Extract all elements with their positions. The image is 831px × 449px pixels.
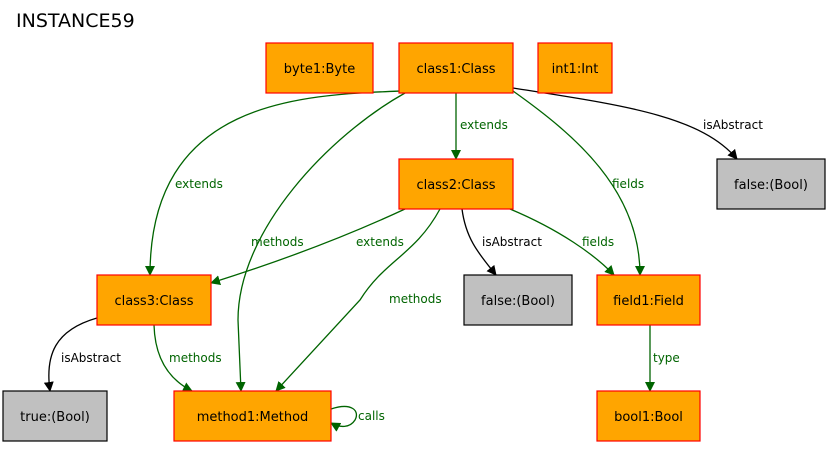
edge-class3-to-true1	[43, 317, 98, 392]
edge-class2-to-false2	[461, 208, 497, 276]
node-label: class2:Class	[416, 178, 495, 193]
edge-label-isabstract: isAbstract	[703, 118, 763, 132]
node-label: byte1:Byte	[284, 62, 355, 77]
node-label: int1:Int	[552, 62, 599, 77]
edge-label-type: type	[653, 351, 680, 365]
node-label: method1:Method	[197, 410, 309, 425]
edge-label-methods: methods	[389, 292, 442, 306]
edge-method1-to-method1	[330, 405, 357, 432]
node-label: false:(Bool)	[481, 294, 555, 309]
edge-class1-to-false1	[512, 87, 738, 160]
edge-class1-to-field1	[512, 90, 645, 276]
node-method1: method1:Method	[173, 390, 332, 442]
edges-layer: extends extends methods fields isAbstract ext…	[43, 87, 763, 432]
node-class3: class3:Class	[96, 274, 212, 326]
node-false1: false:(Bool)	[716, 158, 826, 210]
node-box	[2, 390, 108, 442]
node-class2: class2:Class	[398, 158, 514, 210]
node-label: false:(Bool)	[734, 178, 808, 193]
node-box	[173, 390, 332, 442]
node-box	[537, 42, 613, 94]
edge-label-extends: extends	[175, 177, 223, 191]
node-label: true:(Bool)	[20, 410, 90, 425]
edge-class3-to-method1	[153, 324, 193, 392]
edge-label-extends: extends	[356, 235, 404, 249]
edge-label-methods: methods	[169, 351, 222, 365]
edge-label-isabstract: isAbstract	[61, 351, 121, 365]
node-class1: class1:Class	[398, 42, 514, 94]
node-label: class1:Class	[416, 62, 495, 77]
node-box	[716, 158, 826, 210]
edge-class1-to-method1	[235, 92, 406, 392]
node-box	[398, 42, 514, 94]
node-box	[265, 42, 374, 94]
node-field1: field1:Field	[596, 274, 701, 326]
edge-label-isabstract: isAbstract	[482, 235, 542, 249]
edge-class2-to-class3	[210, 208, 406, 286]
node-box	[463, 274, 573, 326]
edge-label-extends: extends	[460, 118, 508, 132]
node-label: class3:Class	[114, 294, 193, 309]
edge-label-fields: fields	[582, 235, 614, 249]
edge-label-calls: calls	[358, 409, 385, 423]
edge-class2-to-method1	[275, 208, 441, 392]
node-bool1: bool1:Bool	[596, 390, 701, 442]
node-box	[596, 390, 701, 442]
node-box	[596, 274, 701, 326]
node-box	[96, 274, 212, 326]
diagram-title: INSTANCE59	[16, 10, 135, 32]
edge-class2-to-field1	[509, 208, 615, 276]
nodes-layer: byte1:Byte class1:Class int1:Int class2:Cla…	[2, 42, 826, 442]
node-true1: true:(Bool)	[2, 390, 108, 442]
edge-label-methods: methods	[251, 235, 304, 249]
node-label: field1:Field	[613, 294, 684, 309]
node-false2: false:(Bool)	[463, 274, 573, 326]
node-byte1: byte1:Byte	[265, 42, 374, 94]
node-int1: int1:Int	[537, 42, 613, 94]
node-label: bool1:Bool	[614, 410, 683, 425]
edge-label-fields: fields	[612, 177, 644, 191]
node-box	[398, 158, 514, 210]
